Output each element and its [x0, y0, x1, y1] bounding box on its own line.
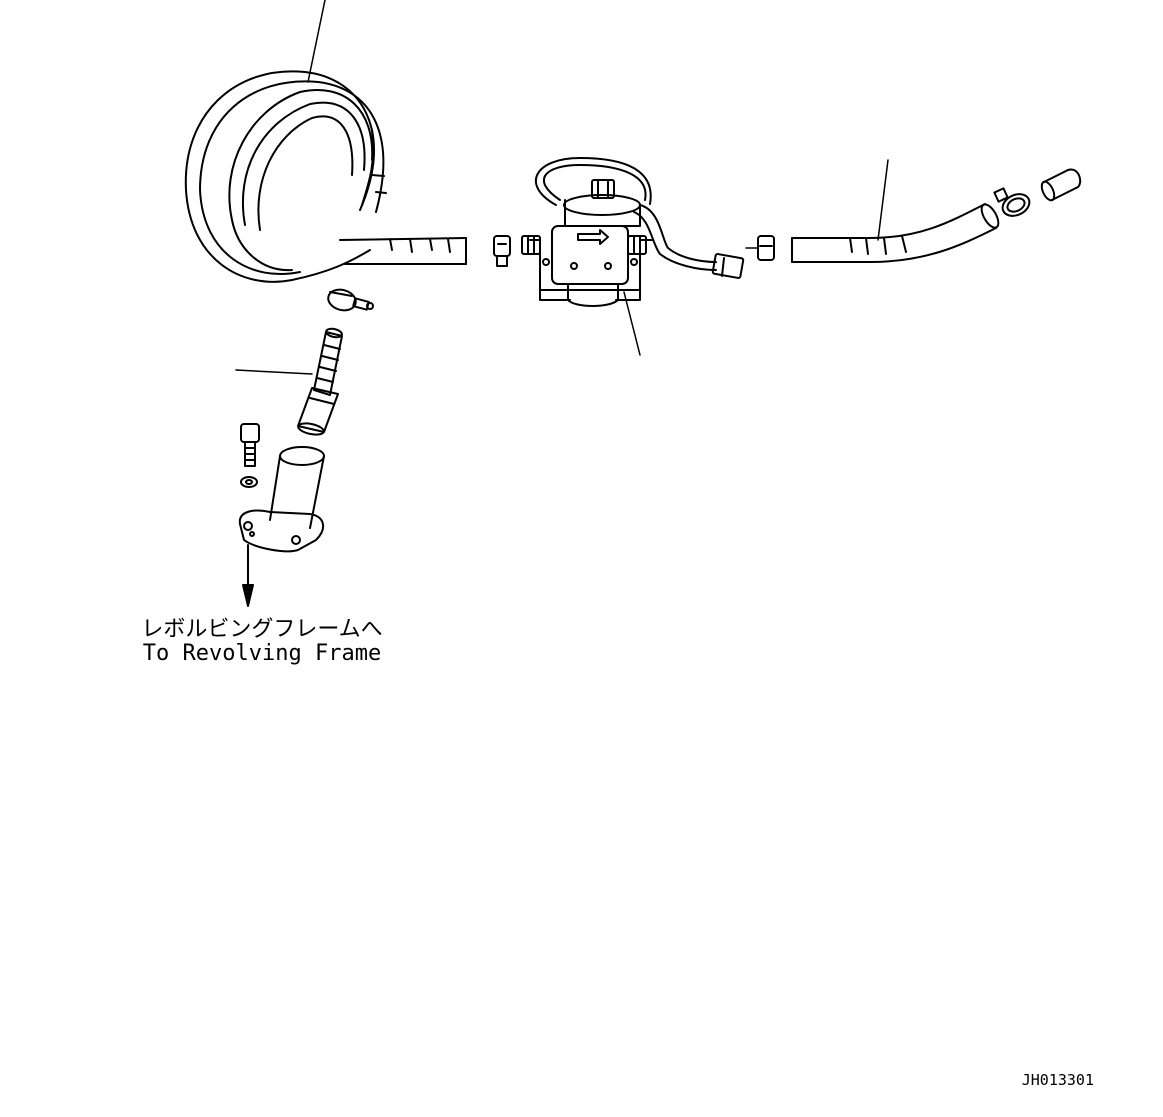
flange-elbow [238, 446, 325, 553]
leader-line-hose-nipple [235, 369, 313, 375]
hose-clamp-right [993, 187, 1031, 217]
fuel-hose-right [791, 203, 1000, 263]
fuel-pump-assembly [521, 157, 745, 307]
hose-clamp-left [327, 288, 374, 312]
direction-arrow [242, 544, 254, 607]
hose-fitting-left [493, 235, 511, 267]
washer [240, 476, 258, 488]
caption-japanese: レボルビングフレームへ [141, 617, 382, 642]
hose-nipple [297, 327, 343, 436]
leader-line-coiled-hose [307, 0, 326, 83]
leader-line-right-hose [877, 159, 889, 241]
drawing-code: JH013301 [1022, 1071, 1094, 1089]
bolt [240, 423, 260, 467]
pipe-segment-right [1040, 168, 1082, 202]
hose-fitting-right [745, 235, 775, 261]
coiled-hose [184, 70, 467, 283]
leader-line-fuel-pump [623, 291, 641, 356]
caption-english: To Revolving Frame [143, 641, 381, 666]
wire-connector-plug [711, 253, 745, 279]
